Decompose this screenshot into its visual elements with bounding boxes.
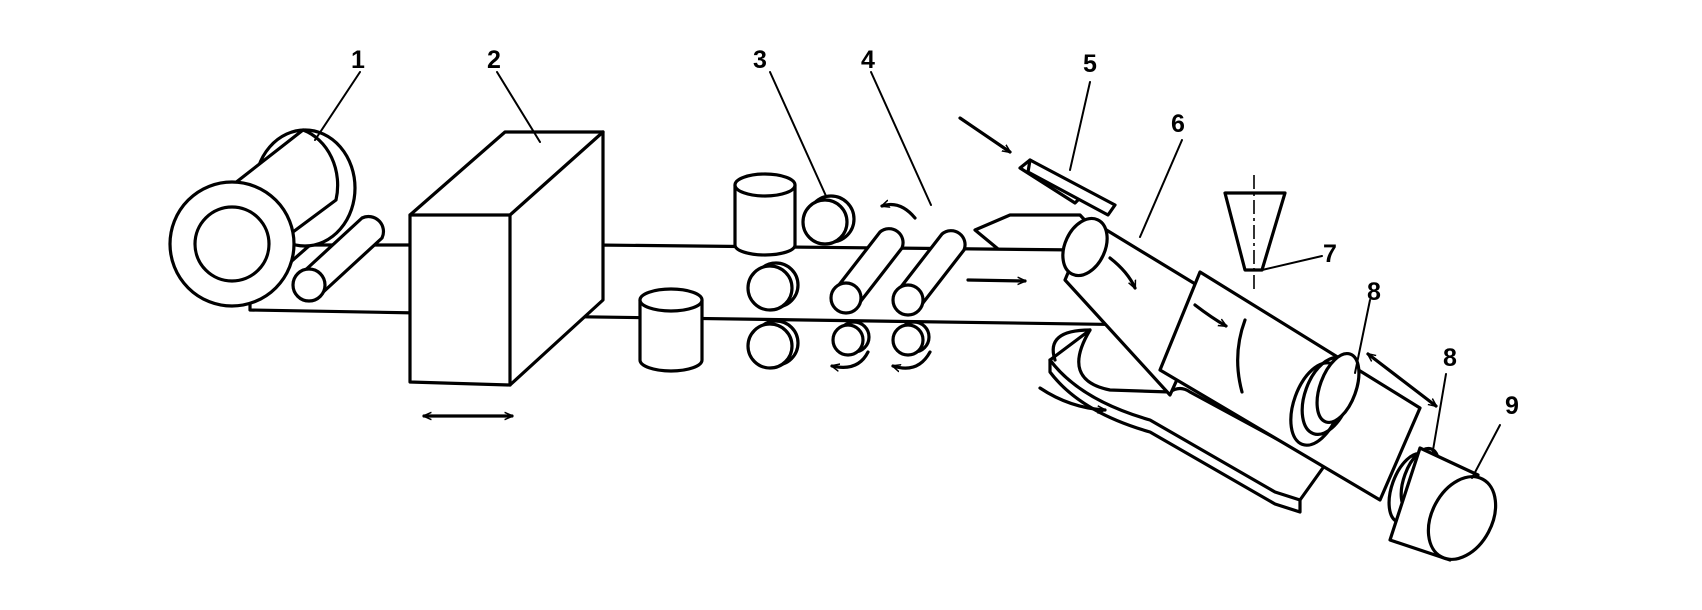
label-5: 5: [1083, 50, 1097, 78]
label-6: 6: [1171, 110, 1185, 138]
processing-unit: [408, 130, 605, 416]
feed-rolls: [746, 261, 800, 370]
mandrel-end: [1388, 424, 1501, 562]
forming-rolls: [829, 205, 967, 369]
clamp-ring-1: [1289, 299, 1371, 447]
label-8a: 8: [1367, 278, 1381, 306]
label-9: 9: [1505, 392, 1519, 420]
roller-stand-upper: [733, 172, 856, 257]
label-1: 1: [351, 46, 365, 74]
label-8b: 8: [1443, 344, 1457, 372]
label-3: 3: [753, 46, 767, 74]
leader-lines: [314, 71, 1183, 238]
label-2: 2: [487, 46, 501, 74]
part-labels: 1 2 3 4 5 6 7 8 8 9: [351, 46, 1519, 420]
rotating-table: [1038, 328, 1327, 514]
uncoiler-coil: [168, 128, 386, 308]
label-7: 7: [1323, 240, 1337, 268]
roller-stand-lower: [638, 287, 704, 373]
inlet-pipe: [958, 116, 1117, 217]
nozzle: [1223, 175, 1323, 292]
label-4: 4: [861, 46, 875, 74]
formed-pipe: [1061, 216, 1422, 502]
